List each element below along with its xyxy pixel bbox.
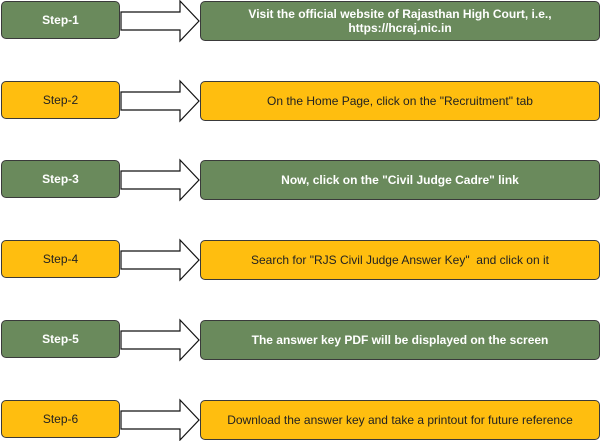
right-arrow-icon — [120, 79, 200, 123]
right-arrow-icon — [120, 0, 200, 43]
step-description-box: Visit the official website of Rajasthan … — [200, 1, 600, 41]
step-label-box: Step-6 — [1, 400, 120, 438]
step-label: Step-3 — [42, 172, 79, 186]
step-row: Step-1 Visit the official website of Raj… — [0, 0, 601, 43]
step-row: Step-6 Download the answer key and take … — [0, 398, 601, 441]
step-description-box: On the Home Page, click on the "Recruitm… — [200, 81, 600, 121]
step-description: The answer key PDF will be displayed on … — [251, 333, 549, 347]
step-description: Visit the official website of Rajasthan … — [248, 7, 552, 35]
step-description: Download the answer key and take a print… — [227, 413, 573, 427]
right-arrow-icon — [120, 158, 200, 202]
step-label-box: Step-3 — [1, 160, 120, 198]
step-row: Step-2 On the Home Page, click on the "R… — [0, 79, 601, 123]
step-label: Step-6 — [42, 412, 79, 426]
step-label-box: Step-5 — [1, 320, 120, 358]
step-label-box: Step-2 — [1, 81, 120, 119]
step-label-box: Step-1 — [1, 1, 120, 39]
step-label-box: Step-4 — [1, 240, 120, 278]
step-label: Step-4 — [42, 252, 79, 266]
step-label: Step-5 — [42, 332, 79, 346]
right-arrow-icon — [120, 238, 200, 282]
right-arrow-icon — [120, 398, 200, 441]
step-row: Step-3 Now, click on the "Civil Judge Ca… — [0, 158, 601, 202]
step-label: Step-2 — [42, 93, 79, 107]
step-description: On the Home Page, click on the "Recruitm… — [267, 94, 533, 108]
step-description: Now, click on the "Civil Judge Cadre" li… — [281, 173, 519, 187]
right-arrow-icon — [120, 318, 200, 362]
step-description-box: Search for "RJS Civil Judge Answer Key" … — [200, 240, 600, 280]
step-description-box: The answer key PDF will be displayed on … — [200, 320, 600, 360]
step-label: Step-1 — [42, 13, 79, 27]
step-row: Step-5 The answer key PDF will be displa… — [0, 318, 601, 362]
step-row: Step-4 Search for "RJS Civil Judge Answe… — [0, 238, 601, 282]
step-description: Search for "RJS Civil Judge Answer Key" … — [251, 253, 549, 267]
step-description-box: Now, click on the "Civil Judge Cadre" li… — [200, 160, 600, 200]
step-description-box: Download the answer key and take a print… — [200, 400, 600, 440]
